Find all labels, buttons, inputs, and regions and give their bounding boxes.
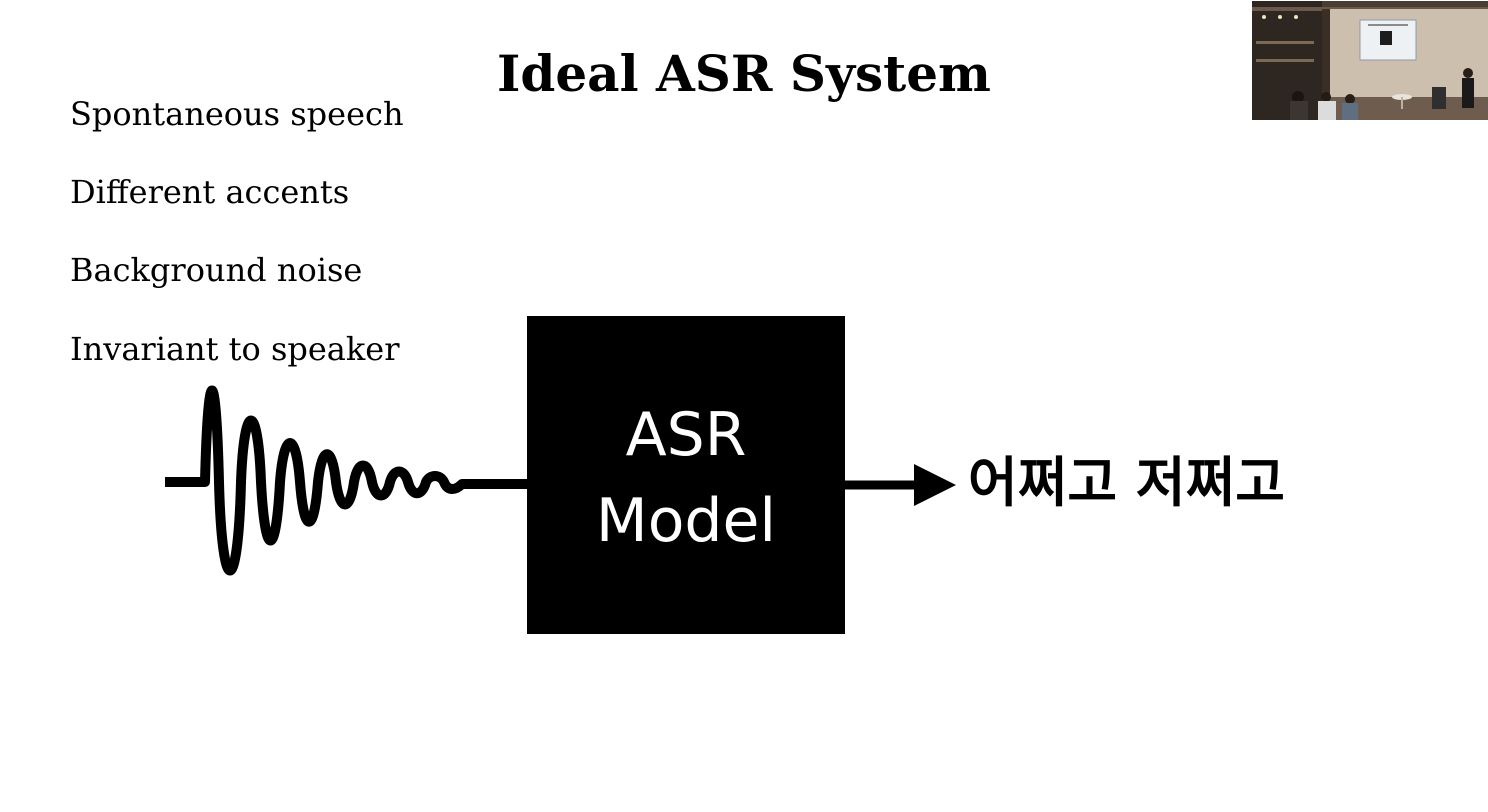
sound-wave-icon — [165, 385, 527, 576]
bullet-invariant-to-speaker: Invariant to speaker — [70, 330, 400, 368]
slide-title: Ideal ASR System — [497, 44, 991, 103]
output-transcript-text: 어쩌고 저쩌고 — [968, 451, 1285, 514]
bullet-different-accents: Different accents — [70, 173, 350, 211]
bullet-background-noise: Background noise — [70, 251, 363, 289]
model-label-line2: Model — [595, 486, 777, 556]
webcam-scene — [1252, 1, 1488, 120]
model-label-line1: ASR — [625, 400, 747, 470]
arrow-right-icon — [845, 464, 956, 506]
asr-model-box — [527, 316, 845, 634]
bullet-spontaneous-speech: Spontaneous speech — [70, 95, 404, 133]
presenter-webcam-thumbnail — [1252, 1, 1488, 120]
